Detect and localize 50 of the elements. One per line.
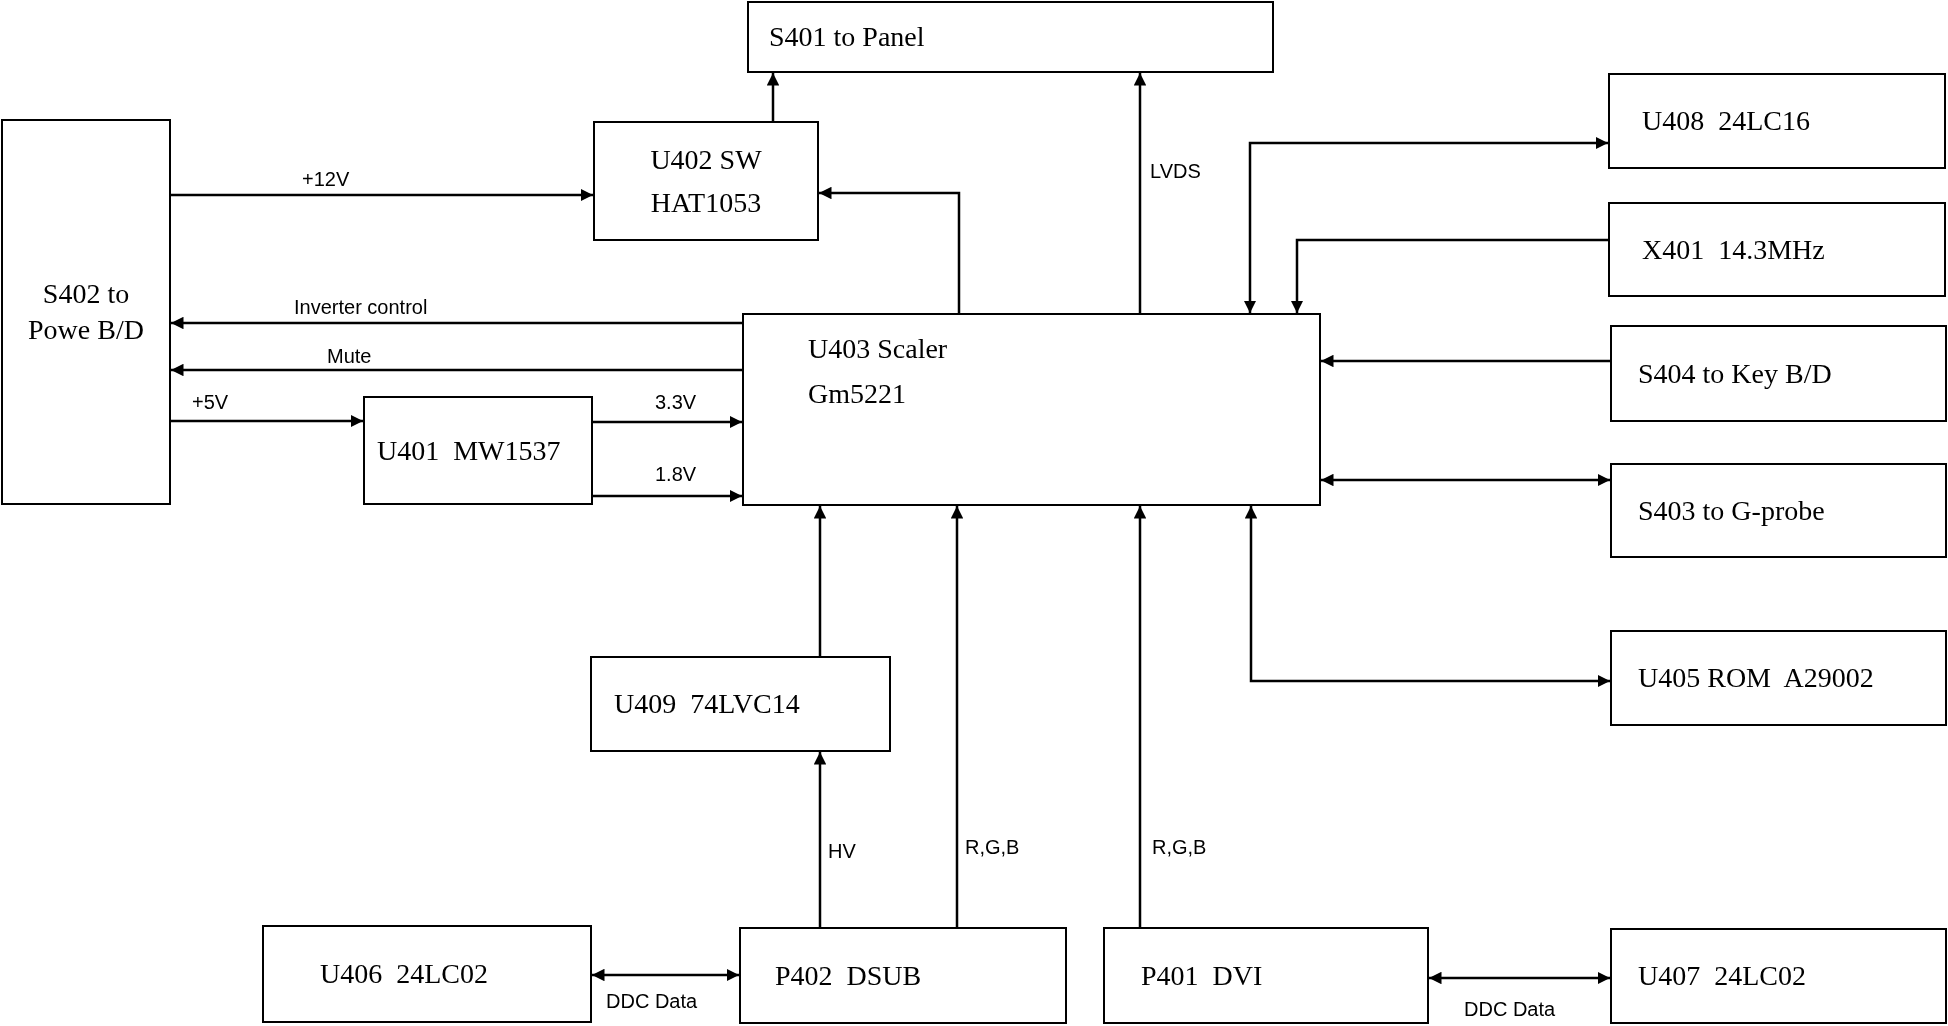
- connector-arrow: [950, 506, 964, 927]
- block-box: [1610, 463, 1947, 558]
- component-label: U401 MW1537: [377, 433, 561, 468]
- connector-arrow: [593, 415, 742, 429]
- connector-arrow: [171, 316, 742, 330]
- connector-arrow: [813, 506, 827, 656]
- connector-arrow: [1429, 971, 1610, 985]
- block-box: [1610, 325, 1947, 422]
- connector-arrow: [171, 363, 742, 377]
- connector-arrow: [813, 752, 827, 927]
- block-box: [1608, 202, 1946, 297]
- component-label: U409 74LVC14: [614, 687, 800, 721]
- connector-arrow: [1244, 506, 1610, 688]
- block-box: [1610, 630, 1947, 726]
- connector-arrow: [1243, 136, 1608, 313]
- block-box: [1103, 927, 1429, 1024]
- block-box: [262, 925, 592, 1023]
- component-label: U407 24LC02: [1638, 959, 1806, 993]
- component-label: S404 to Key B/D: [1638, 356, 1832, 391]
- component-label: P402 DSUB: [775, 958, 922, 993]
- component-label: S402 to Powe B/D: [27, 276, 145, 347]
- component-label: U403 Scaler Gm5221: [808, 332, 949, 411]
- component-label: U406 24LC02: [320, 957, 488, 991]
- connector-arrow: [766, 73, 780, 121]
- connector-arrow: [819, 186, 961, 313]
- block-box: [747, 1, 1274, 73]
- connector-arrow: [593, 489, 742, 503]
- component-label: S401 to Panel: [769, 20, 925, 54]
- connector-arrow: [171, 414, 363, 428]
- block-box: [739, 927, 1067, 1024]
- connector-arrow: [1321, 473, 1610, 487]
- component-label: U402 SW HAT1053: [649, 142, 763, 220]
- block-box: [1610, 928, 1947, 1024]
- component-label: U405 ROM A29002: [1638, 661, 1874, 695]
- block-box: [1, 119, 171, 505]
- connector-arrow: [1290, 238, 1608, 313]
- component-label: X401 14.3MHz: [1642, 232, 1825, 267]
- block-box: [742, 313, 1321, 506]
- connector-arrow: [592, 968, 739, 982]
- component-label: U408 24LC16: [1642, 104, 1810, 138]
- block-box: [1608, 73, 1946, 169]
- block-box: [590, 656, 891, 752]
- connector-arrow: [171, 188, 593, 202]
- connector-arrow: [1133, 506, 1147, 927]
- component-label: P401 DVI: [1141, 958, 1263, 993]
- block-box: [363, 396, 593, 505]
- component-label: S403 to G-probe: [1638, 493, 1825, 528]
- block-box: [593, 121, 819, 241]
- connector-arrow: [1321, 354, 1610, 368]
- connector-arrow: [1133, 73, 1147, 313]
